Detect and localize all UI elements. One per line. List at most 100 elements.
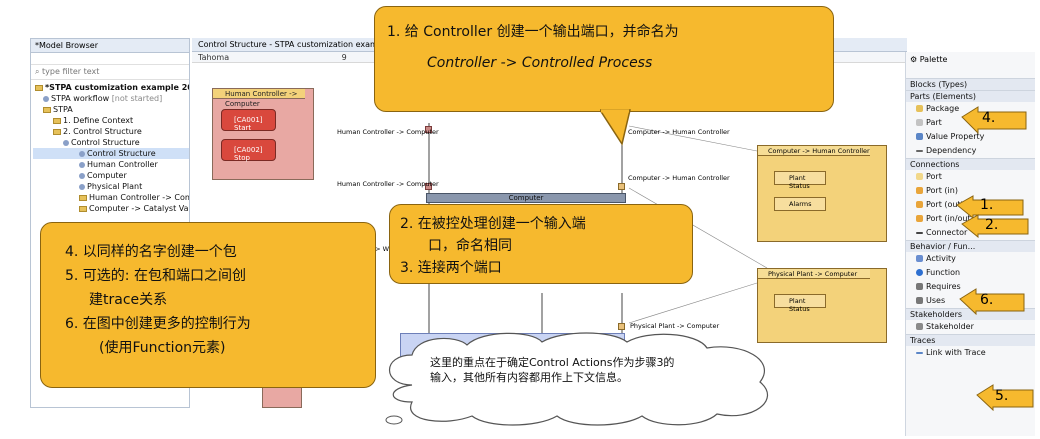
- tree-item-define-context[interactable]: 1. Define Context: [33, 115, 189, 126]
- palette-item-port-in[interactable]: Port (in): [906, 184, 1035, 198]
- arrow-4-label: 4.: [982, 110, 996, 126]
- ca001-function[interactable]: [CA001] Start: [221, 109, 276, 132]
- tree-item-control-structure-folder[interactable]: 2. Control Structure: [33, 126, 189, 137]
- value-property-icon: [916, 133, 923, 140]
- palette-item-part[interactable]: Part: [906, 116, 1035, 130]
- folder-icon: [35, 84, 43, 91]
- palette-section-blocks[interactable]: Blocks (Types): [906, 78, 1035, 90]
- tree-item-computer[interactable]: Computer: [33, 170, 189, 181]
- plant-status-item[interactable]: Plant Status: [774, 294, 826, 313]
- alarms-item[interactable]: Alarms: [774, 197, 826, 211]
- tree-item-human-controller[interactable]: Human Controller: [33, 159, 189, 170]
- font-size-selector[interactable]: 9: [341, 53, 347, 62]
- block-icon: [79, 161, 85, 168]
- item-label: Port (in/out): [926, 214, 974, 223]
- item-label: Value Property: [926, 132, 985, 141]
- font-selector[interactable]: Tahoma: [198, 53, 230, 62]
- palette-item-requires[interactable]: Requires: [906, 280, 1035, 294]
- palette-item-link-with-trace[interactable]: Link with Trace: [906, 346, 1035, 360]
- palette-item-activity[interactable]: Activity: [906, 252, 1035, 266]
- palette-item-package[interactable]: Package: [906, 102, 1035, 116]
- editor-tab-label: Control Structure - STPA customization e…: [198, 40, 391, 49]
- tree-item-physical-plant[interactable]: Physical Plant: [33, 181, 189, 192]
- callout-text: 5. 可选的: 在包和端口之间创: [65, 268, 246, 284]
- section-label: Behavior / Fun...: [910, 242, 976, 251]
- package-title: Computer -> Human Controller: [758, 146, 870, 156]
- item-label: Connector: [926, 228, 968, 237]
- palette-section-behavior[interactable]: Behavior / Fun...: [906, 240, 1035, 252]
- model-browser-toolbar: [31, 53, 189, 65]
- item-label: Plant Status: [789, 297, 810, 313]
- filter-input[interactable]: ⌕ type filter text: [31, 65, 189, 80]
- block-icon: [79, 172, 85, 179]
- connector-label: Physical Plant -> Computer: [630, 322, 720, 330]
- palette-section-traces[interactable]: Traces: [906, 334, 1035, 346]
- palette-item-port-inout[interactable]: Port (in/out): [906, 212, 1035, 226]
- physical-computer-package[interactable]: Physical Plant -> Computer Plant Status: [757, 268, 887, 343]
- cloud-text: 这里的重点在于确定Control Actions作为步骤3的: [430, 356, 675, 369]
- port-hc-computer-out[interactable]: [425, 126, 432, 133]
- section-label: Traces: [910, 336, 936, 345]
- port-icon: [916, 173, 923, 180]
- tree-item-control-structure[interactable]: Control Structure: [33, 137, 189, 148]
- workflow-icon: [43, 95, 49, 102]
- tree-label: 1. Define Context: [63, 116, 134, 125]
- palette-title: Palette: [919, 55, 948, 64]
- section-label: Stakeholders: [910, 310, 963, 319]
- callout-text: 建trace关系: [89, 292, 168, 308]
- palette-section-connections[interactable]: Connections: [906, 158, 1035, 170]
- function-label: [CA002] Stop: [234, 146, 263, 162]
- tree-label: STPA: [53, 105, 73, 114]
- trace-icon: [916, 351, 923, 354]
- callout-text: 口，命名相同: [428, 238, 512, 254]
- port-physical-computer[interactable]: [618, 323, 625, 330]
- connector-label: r -> W: [368, 245, 390, 253]
- callout-text: Controller -> Controlled Process: [427, 55, 653, 71]
- tree-label: Control Structure: [87, 149, 156, 158]
- plant-status-item[interactable]: Plant Status: [774, 171, 826, 190]
- folder-icon: [53, 128, 61, 135]
- callout-text: 1. 给 Controller 创建一个输出端口，并命名为: [387, 24, 679, 40]
- palette-section-parts[interactable]: Parts (Elements): [906, 90, 1035, 102]
- package-icon: [916, 105, 923, 112]
- diagram-icon: [63, 139, 69, 146]
- tree-label: Human Controller -> Comp: [89, 193, 189, 202]
- item-label: Alarms: [789, 200, 812, 208]
- tree-item-computer-valve[interactable]: Computer -> Catalyst Valve: [33, 203, 189, 214]
- palette-item-port[interactable]: Port: [906, 170, 1035, 184]
- item-label: Uses: [926, 296, 946, 305]
- computer-hc-package[interactable]: Computer -> Human Controller Plant Statu…: [757, 145, 887, 242]
- callout-text: 3. 连接两个端口: [400, 260, 502, 276]
- tree-label: Control Structure: [71, 138, 140, 147]
- palette-item-uses[interactable]: Uses: [906, 294, 1035, 308]
- connector-label: Human Controller -> Computer: [337, 180, 439, 188]
- tree-item-stpa[interactable]: STPA: [33, 104, 189, 115]
- model-browser-tab[interactable]: *Model Browser: [31, 39, 189, 53]
- callout-text: 6. 在图中创建更多的控制行为: [65, 316, 251, 332]
- block-icon: [79, 183, 85, 190]
- palette-item-value-property[interactable]: Value Property: [906, 130, 1035, 144]
- palette-item-dependency[interactable]: Dependency: [906, 144, 1035, 158]
- folder-icon: [43, 106, 51, 113]
- palette-item-connector[interactable]: Connector: [906, 226, 1035, 240]
- folder-icon: [79, 205, 87, 212]
- ca002-function[interactable]: [CA002] Stop: [221, 139, 276, 162]
- palette-item-port-out[interactable]: Port (out): [906, 198, 1035, 212]
- palette-item-stakeholder[interactable]: Stakeholder: [906, 320, 1035, 334]
- tree-item-control-structure-diagram[interactable]: Control Structure: [33, 148, 189, 159]
- port-computer-hc-out[interactable]: [618, 183, 625, 190]
- tree-item-project[interactable]: *STPA customization example 2022R: [33, 82, 189, 93]
- section-label: Parts (Elements): [910, 92, 977, 101]
- port-hc-computer-in[interactable]: [425, 183, 432, 190]
- callout-text: 2. 在被控处理创建一个输入端: [400, 216, 586, 232]
- model-browser-tab-label: *Model Browser: [35, 41, 98, 50]
- computer-block[interactable]: Computer: [426, 193, 626, 203]
- tree-item-hc-computer[interactable]: Human Controller -> Comp: [33, 192, 189, 203]
- tree-item-workflow[interactable]: STPA workflow [not started]: [33, 93, 189, 104]
- connector-label: Human Controller -> Computer: [337, 128, 439, 136]
- palette-item-function[interactable]: Function: [906, 266, 1035, 280]
- connector-icon: [916, 231, 923, 234]
- palette-header: ⚙ Palette: [906, 52, 1035, 66]
- human-controller-package[interactable]: Human Controller -> Computer [CA001] Sta…: [212, 88, 314, 180]
- tree-label: Computer -> Catalyst Valve: [89, 204, 189, 213]
